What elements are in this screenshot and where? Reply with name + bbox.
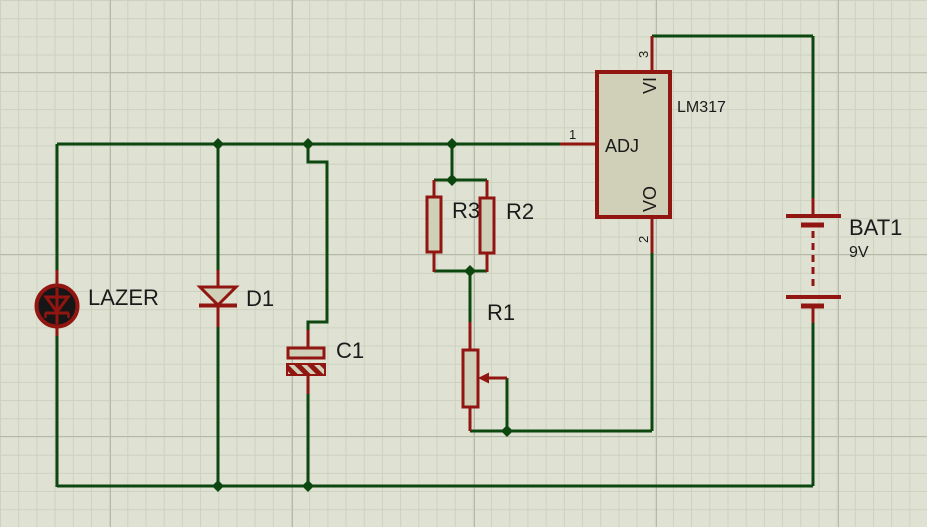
pin-name-vi: VI — [640, 77, 660, 94]
junction-dot — [446, 138, 458, 150]
junction-dot — [212, 480, 224, 492]
label-bat1-value[interactable]: 9V — [849, 244, 869, 261]
wires — [55, 34, 815, 488]
lazer-anode-triangle — [43, 295, 71, 315]
label-lm317[interactable]: LM317 — [677, 99, 726, 116]
wire-c1-top-jog[interactable] — [306, 144, 329, 332]
lm317-body[interactable] — [595, 70, 672, 219]
pin-number-2: 2 — [636, 236, 651, 243]
label-lazer[interactable]: LAZER — [88, 285, 159, 310]
label-d1[interactable]: D1 — [246, 286, 274, 311]
resistor-r2-symbol[interactable] — [478, 180, 496, 272]
battery-bat1-symbol[interactable] — [786, 198, 841, 323]
junction-dot — [302, 480, 314, 492]
resistor-r3-symbol[interactable] — [425, 180, 443, 272]
junction-dot — [464, 265, 476, 277]
junction-dot — [212, 138, 224, 150]
pin-name-vo: VO — [640, 186, 660, 212]
label-r1[interactable]: R1 — [487, 300, 515, 325]
c1-plate-bottom-hatched[interactable] — [286, 363, 326, 376]
c1-plate-top[interactable] — [286, 346, 326, 360]
pin-number-1: 1 — [569, 127, 576, 142]
junction-dot — [302, 138, 314, 150]
label-r2[interactable]: R2 — [506, 199, 534, 224]
diode-d1-symbol[interactable] — [196, 270, 240, 327]
r2-body[interactable] — [478, 196, 496, 255]
r1-wiper-arrow — [478, 372, 489, 384]
r3-body[interactable] — [425, 195, 443, 254]
lazer-diode-symbol[interactable] — [34, 270, 80, 336]
regulator-lm317-symbol[interactable]: VI VO ADJ 3 1 2 — [560, 36, 672, 253]
capacitor-c1-symbol[interactable] — [286, 330, 326, 394]
label-c1[interactable]: C1 — [336, 338, 364, 363]
junction-dot — [501, 425, 513, 437]
d1-triangle[interactable] — [196, 285, 240, 308]
junction-dots — [212, 138, 513, 492]
pin-number-3: 3 — [636, 51, 651, 58]
pin-name-adj: ADJ — [605, 136, 639, 156]
label-bat1[interactable]: BAT1 — [849, 215, 902, 240]
potentiometer-r1-symbol[interactable] — [461, 322, 507, 431]
r1-body[interactable] — [461, 348, 480, 409]
junction-dot — [446, 174, 458, 186]
label-r3[interactable]: R3 — [452, 198, 480, 223]
